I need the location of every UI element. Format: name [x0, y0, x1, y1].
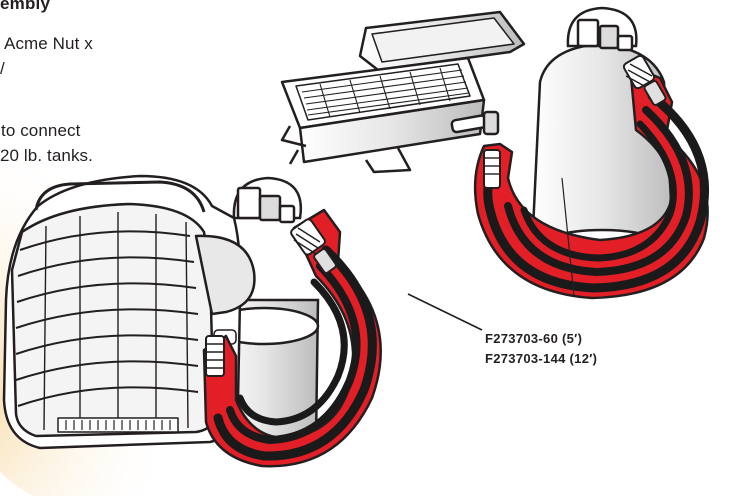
caption-line-2: /	[0, 59, 5, 78]
caption-line-1: Acme Nut x	[4, 34, 93, 53]
portable-grill	[280, 10, 526, 174]
part-number-5ft: F273703-60 (5′)	[485, 331, 583, 346]
hose-assembly-right	[473, 54, 710, 300]
section-heading: embly	[0, 0, 51, 13]
caption-line-3: to connect	[1, 121, 81, 140]
part-number-12ft: F273703-144 (12′)	[485, 351, 598, 366]
caption-line-4: 20 lb. tanks.	[0, 146, 93, 165]
hose-assembly-left	[202, 208, 382, 468]
portable-heater	[2, 174, 256, 450]
leader-line	[407, 293, 483, 331]
